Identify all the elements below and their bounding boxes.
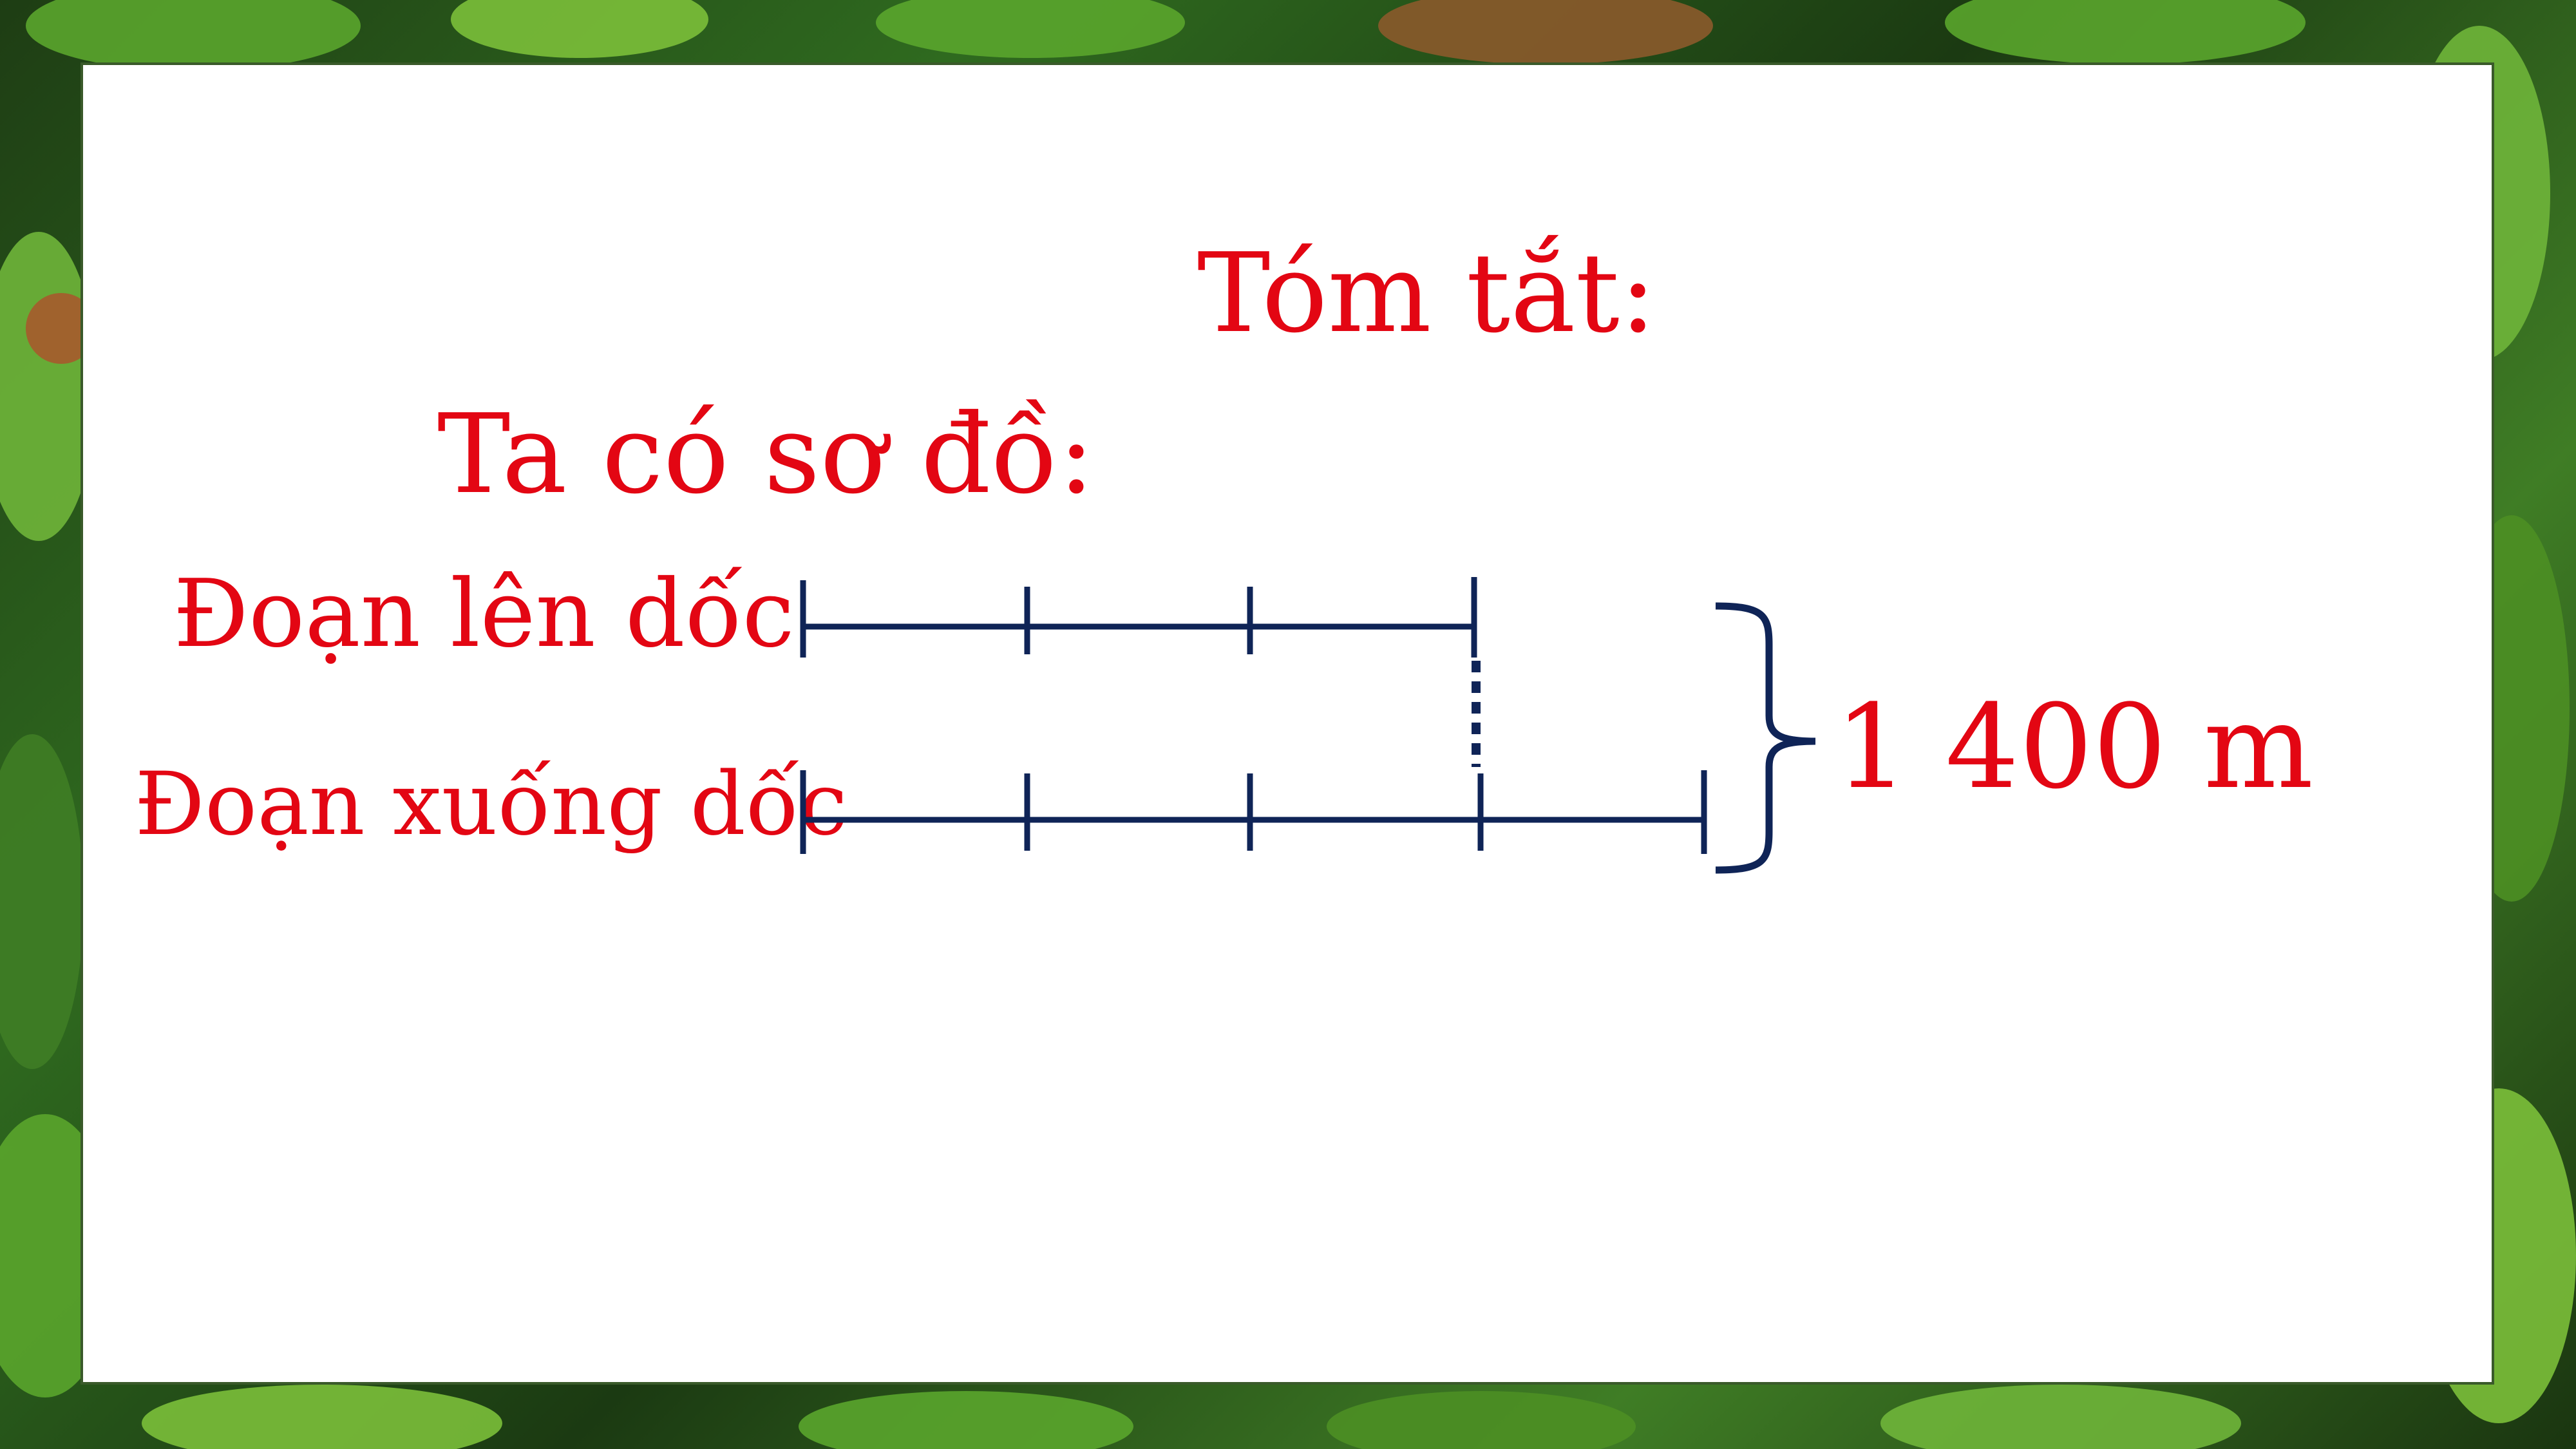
leaf-left-2	[0, 734, 84, 1069]
slide-card: Tóm tắt: Ta có sơ đồ: Đoạn lên dốc Đoạn …	[80, 62, 2494, 1385]
total-length-label: 1 400 m	[1835, 680, 2314, 815]
leaf-top-4	[1945, 0, 2306, 64]
page-title: Tóm tắt:	[1197, 230, 1657, 357]
segment-diagram	[800, 577, 1816, 874]
leaf-bottom-3	[1327, 1391, 1636, 1449]
leaf-top-1	[26, 0, 361, 71]
diagram-heading: Ta có sơ đồ:	[437, 391, 1095, 518]
total-brace	[1715, 602, 1816, 874]
leaf-top-3	[876, 0, 1185, 58]
leaf-bottom-2	[799, 1391, 1133, 1449]
downhill-label: Đoạn xuống dốc	[135, 753, 848, 855]
leaf-bottom-4	[1880, 1385, 2241, 1449]
leaf-top-2	[451, 0, 708, 58]
branch-top	[1378, 0, 1713, 64]
fruit-left	[26, 293, 97, 364]
leaf-bottom-1	[142, 1385, 502, 1449]
uphill-label: Đoạn lên dốc	[173, 560, 795, 668]
